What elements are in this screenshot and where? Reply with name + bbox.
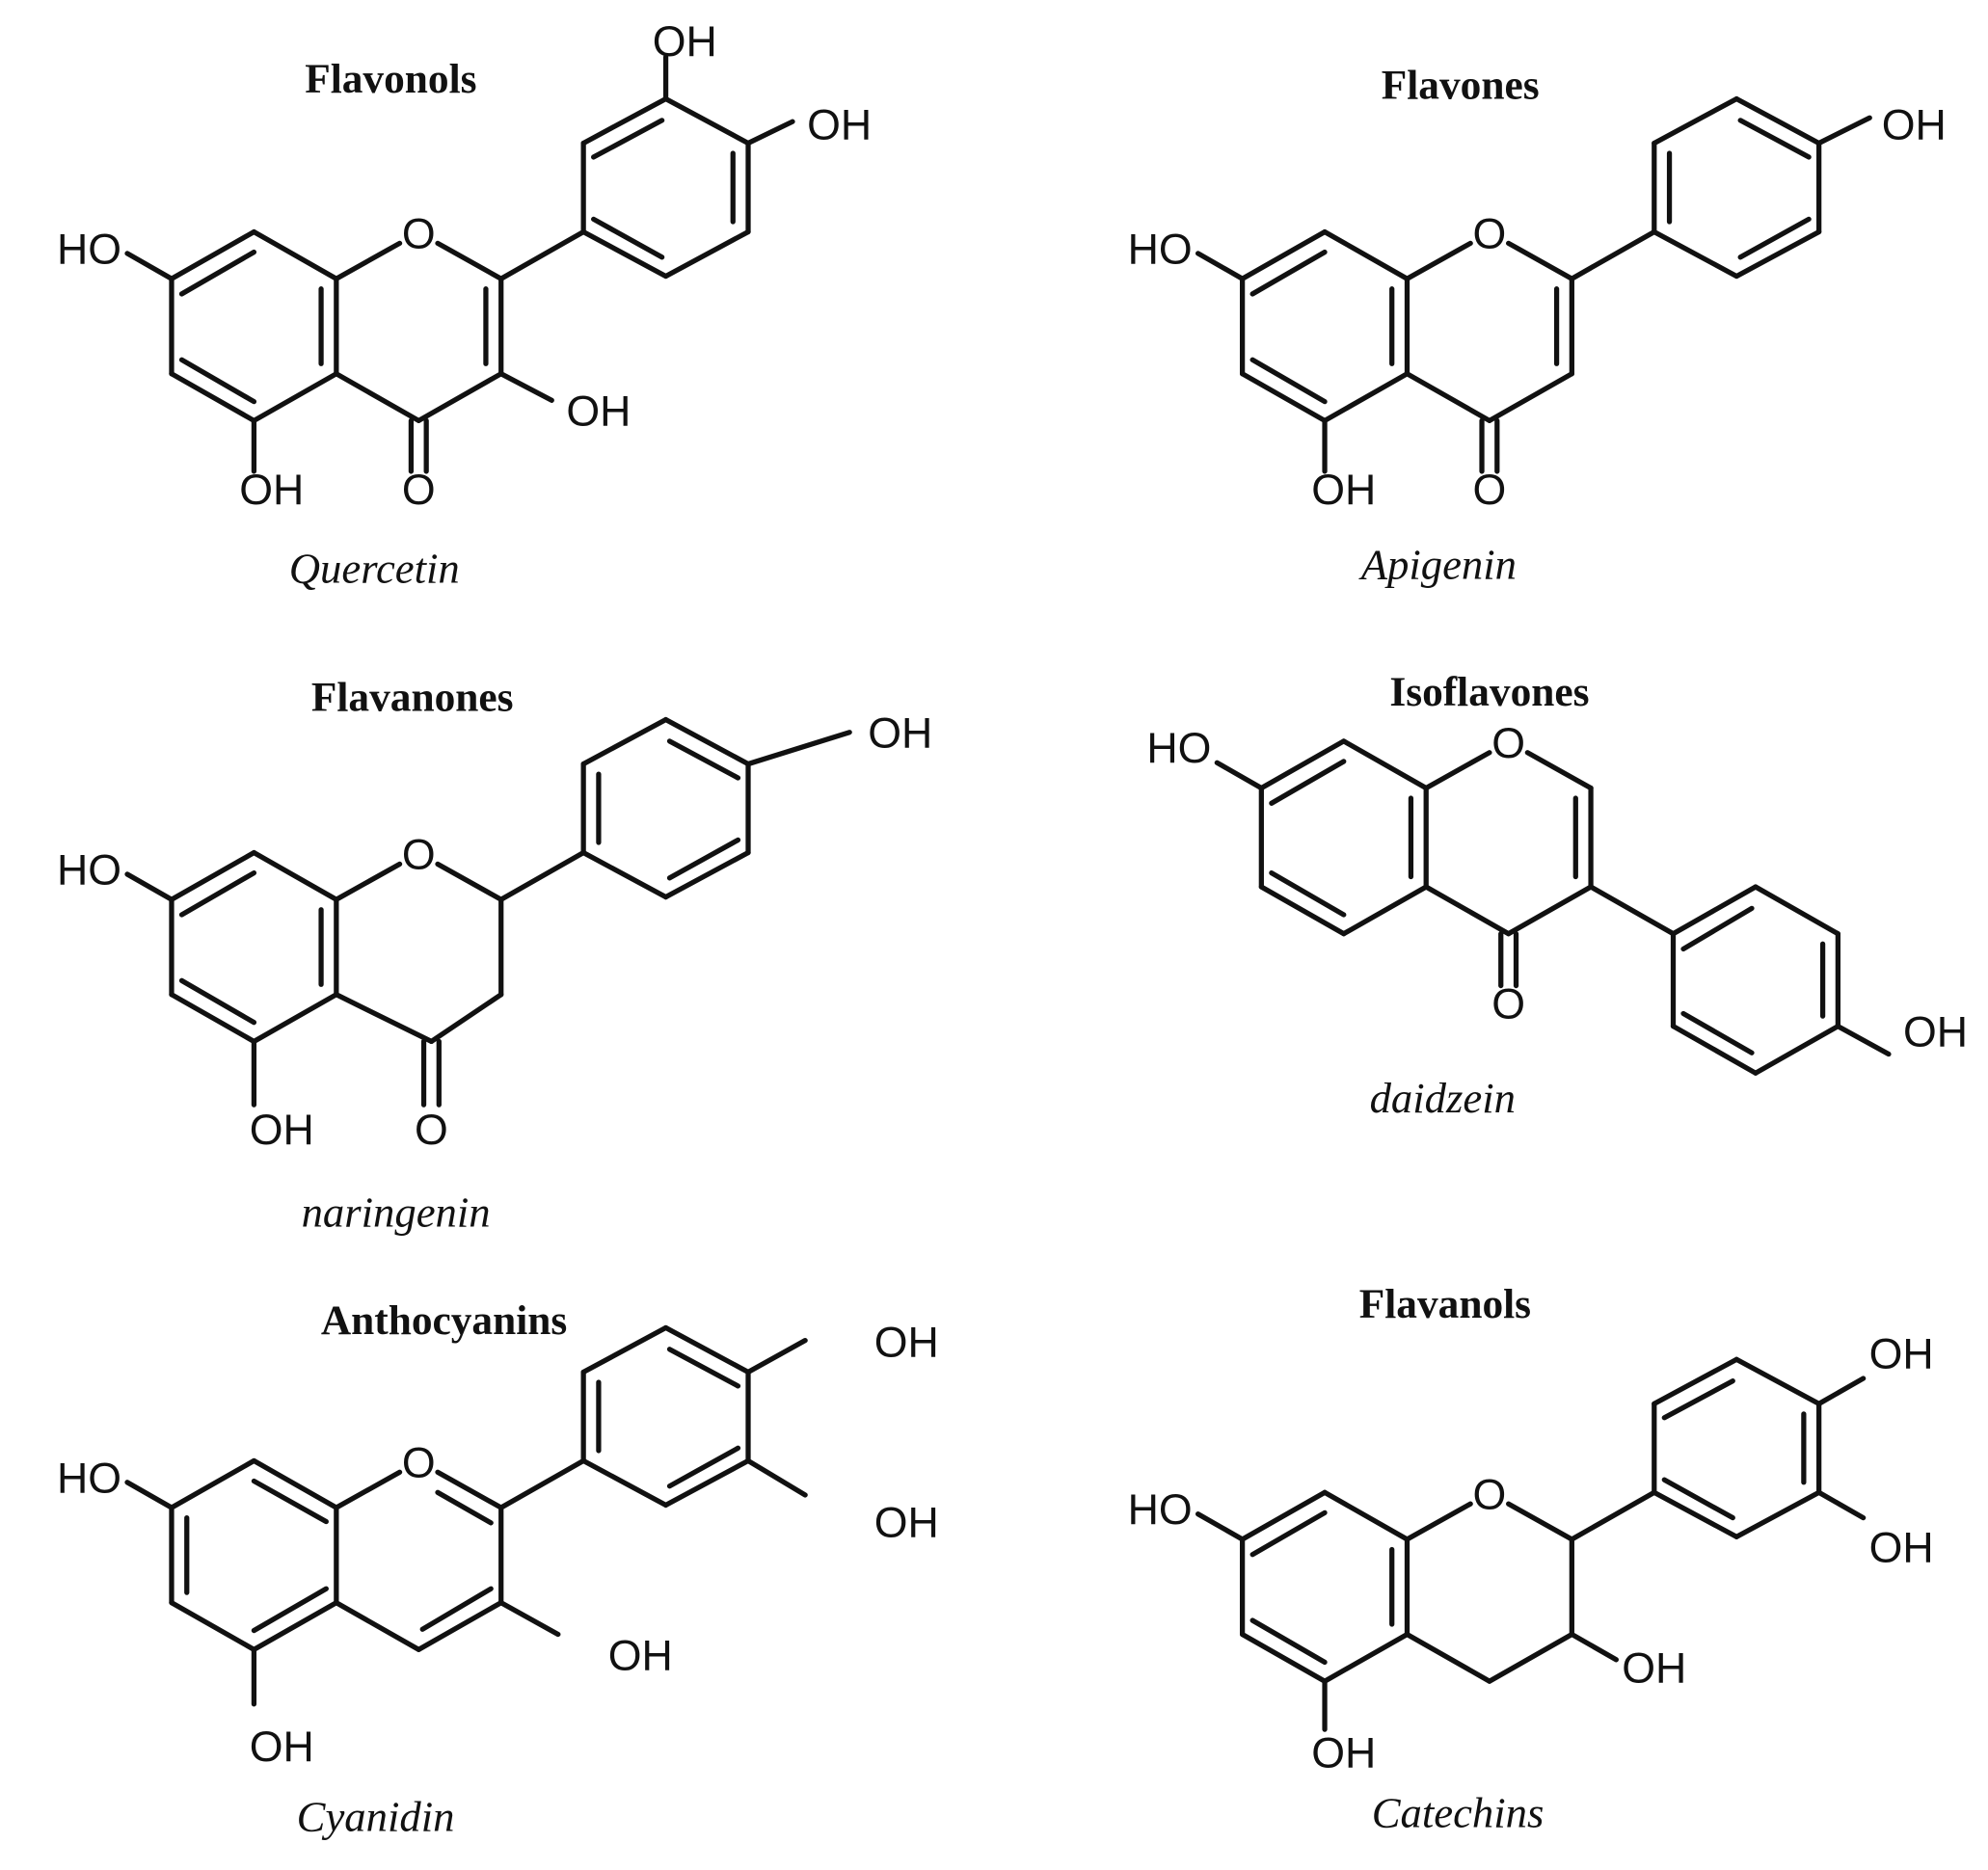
class-title: Isoflavones xyxy=(1389,669,1589,715)
atom-label: OH xyxy=(250,1723,314,1771)
atom-label: O xyxy=(1473,1471,1507,1518)
cyanidin-structure xyxy=(124,1324,808,1707)
class-title: Flavanols xyxy=(1359,1281,1531,1327)
catechin-structure xyxy=(1195,1356,1867,1732)
compound-name: naringenin xyxy=(302,1188,491,1236)
atom-label: O xyxy=(1473,211,1507,258)
compound-name: daidzein xyxy=(1370,1074,1516,1122)
panel-flavanols: Flavanols xyxy=(1128,1281,1934,1836)
panel-isoflavones: Isoflavones xyxy=(1146,669,1968,1122)
atom-label: OH xyxy=(239,467,304,514)
compound-name: Apigenin xyxy=(1358,541,1517,589)
class-title: Flavonols xyxy=(305,56,476,102)
panel-flavonols: Flavonols xyxy=(57,18,872,593)
atom-label: HO xyxy=(1128,1486,1193,1534)
atom-label: OH xyxy=(807,102,872,149)
class-title: Flavones xyxy=(1382,63,1540,109)
daidzein-structure xyxy=(1214,738,1892,1076)
atom-label: OH xyxy=(250,1107,314,1154)
compound-name: Cyanidin xyxy=(297,1792,455,1840)
atom-label: OH xyxy=(868,709,932,757)
atom-label: OH xyxy=(1311,467,1376,514)
atom-label: OH xyxy=(1869,1331,1934,1378)
atom-label: OH xyxy=(653,18,717,66)
compound-name: Catechins xyxy=(1372,1788,1545,1836)
atom-label: O xyxy=(415,1107,448,1154)
quercetin-structure xyxy=(124,54,795,474)
atom-label: O xyxy=(402,1440,436,1487)
atom-label: O xyxy=(1491,981,1525,1028)
atom-label: OH xyxy=(608,1632,673,1679)
atom-label: HO xyxy=(1146,725,1211,772)
panel-flavanones: Flavanones xyxy=(57,674,932,1236)
naringenin-structure xyxy=(124,716,852,1108)
atom-label: OH xyxy=(1311,1730,1376,1777)
class-title: Anthocyanins xyxy=(321,1297,567,1344)
atom-label: O xyxy=(1491,720,1525,767)
atom-label: O xyxy=(402,211,436,258)
atom-label: O xyxy=(402,467,436,514)
atom-label: HO xyxy=(1128,226,1193,273)
atom-label: O xyxy=(402,832,436,879)
panel-flavones: Flavones xyxy=(1128,63,1947,589)
atom-label: OH xyxy=(566,388,631,436)
compound-name: Quercetin xyxy=(289,545,460,593)
class-title: Flavanones xyxy=(311,674,514,720)
atom-label: O xyxy=(1473,467,1507,514)
atom-label: OH xyxy=(874,1499,939,1546)
atom-label: OH xyxy=(1903,1009,1968,1056)
atom-label: HO xyxy=(57,226,121,273)
atom-label: OH xyxy=(874,1320,939,1367)
atom-label: OH xyxy=(1869,1525,1934,1572)
atom-label: HO xyxy=(57,1455,121,1502)
atom-label: OH xyxy=(1622,1644,1686,1692)
atom-label: OH xyxy=(1882,102,1947,149)
panel-anthocyanins: Anthocyanins xyxy=(57,1297,939,1840)
apigenin-structure xyxy=(1195,95,1872,474)
atom-label: HO xyxy=(57,846,121,894)
